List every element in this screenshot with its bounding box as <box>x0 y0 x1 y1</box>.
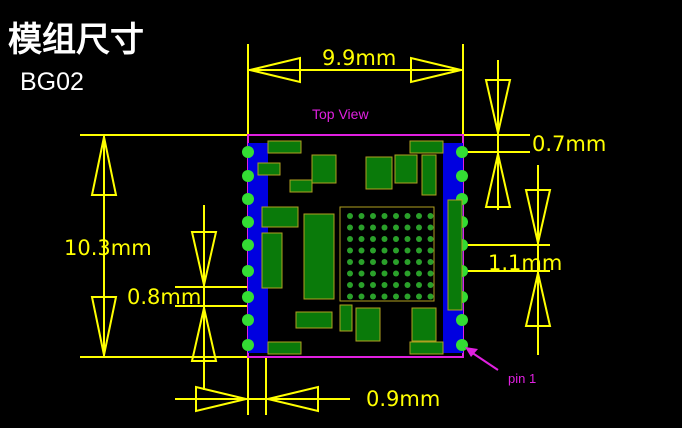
bga-ball <box>370 282 376 288</box>
bga-ball <box>416 224 422 231</box>
bga-ball <box>381 270 388 277</box>
bga-ball <box>347 236 353 242</box>
bga-ball <box>427 236 434 242</box>
bga-ball <box>370 236 376 242</box>
view-label: Top View <box>312 106 369 122</box>
bga-ball <box>416 236 422 242</box>
bga-ball <box>381 282 388 288</box>
left-pads <box>242 143 268 353</box>
bga-ball <box>347 213 353 219</box>
dimension-lines <box>80 44 552 415</box>
bga-ball <box>404 247 411 254</box>
bga-ball <box>416 247 422 254</box>
bga-ball <box>427 224 434 231</box>
bga-ball <box>427 213 434 219</box>
bga-ball <box>404 236 411 242</box>
pin-pitch-dimension: 1.1mm <box>488 251 563 275</box>
bga-ball <box>381 224 388 231</box>
bga-ball <box>358 213 365 219</box>
bga-ball <box>393 247 399 254</box>
components <box>257 140 463 355</box>
pin1-label: pin 1 <box>508 371 537 386</box>
bga-ball <box>381 213 388 219</box>
bga-ball <box>427 247 434 254</box>
model-name: BG02 <box>20 68 84 96</box>
bga-ball <box>347 224 353 231</box>
bga-balls <box>347 213 434 300</box>
bga-ball <box>358 259 365 265</box>
bga-ball <box>358 247 365 254</box>
bga-ball <box>416 282 422 288</box>
bga-ball <box>427 282 434 288</box>
bga-ball <box>393 270 399 277</box>
bga-ball <box>347 270 353 277</box>
pad-width-dimension: 0.8mm <box>127 285 202 309</box>
height-dimension: 10.3mm <box>64 236 152 260</box>
bga-ball <box>381 293 388 300</box>
bga-ball <box>393 236 399 242</box>
bga-ball <box>416 270 422 277</box>
bga-ball <box>358 282 365 288</box>
bga-ball <box>370 213 376 219</box>
diagram-title: 模组尺寸 <box>8 20 144 60</box>
width-dimension: 9.9mm <box>322 46 397 70</box>
bga-ball <box>370 247 376 254</box>
bga-ball <box>427 259 434 265</box>
bga-ball <box>393 224 399 231</box>
bga-ball <box>370 293 376 300</box>
bga-ball <box>427 293 434 300</box>
bga-ball <box>404 213 411 219</box>
bga-ball <box>404 282 411 288</box>
bga-ball <box>404 224 411 231</box>
bga-ball <box>370 259 376 265</box>
bga-ball <box>358 224 365 231</box>
bga-ball <box>370 224 376 231</box>
pin1-arrow <box>465 347 499 371</box>
pad-offset-dimension: 0.9mm <box>366 387 441 411</box>
bga-ball <box>416 213 422 219</box>
bga-ball <box>381 259 388 265</box>
bga-ball <box>427 270 434 277</box>
bga-ball <box>347 282 353 288</box>
bga-ball <box>393 213 399 219</box>
bga-ball <box>381 236 388 242</box>
bga-ball <box>404 293 411 300</box>
bga-ball <box>393 293 399 300</box>
edge-offset-dimension: 0.7mm <box>532 132 607 156</box>
bga-ball <box>416 259 422 265</box>
bga-ball <box>347 259 353 265</box>
bga-ball <box>404 270 411 277</box>
bga-ball <box>358 293 365 300</box>
bga-ball <box>358 236 365 242</box>
bga-ball <box>381 247 388 254</box>
bga-ball <box>416 293 422 300</box>
bga-ball <box>347 293 353 300</box>
bga-ball <box>404 259 411 265</box>
bga-ball <box>393 282 399 288</box>
bga-ball <box>347 247 353 254</box>
bga-ball <box>370 270 376 277</box>
bga-ball <box>358 270 365 277</box>
bga-ball <box>393 259 399 265</box>
